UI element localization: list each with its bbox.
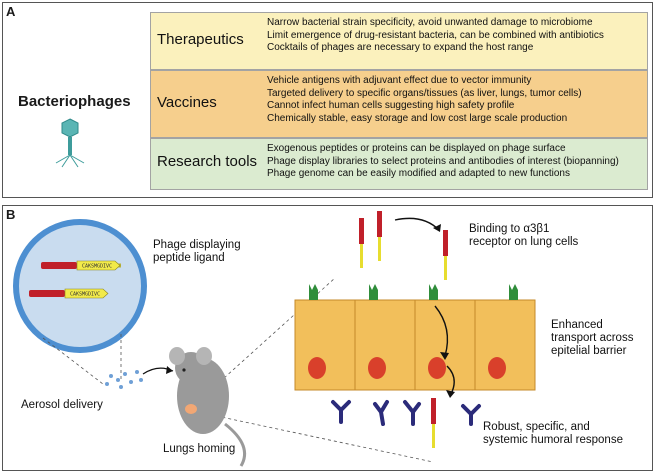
- phage: [431, 398, 436, 448]
- research-tools-box: Research tools Exogenous peptides or pro…: [150, 138, 648, 190]
- zoom-bubble: [13, 219, 147, 353]
- displaying-phage: [41, 260, 121, 271]
- bacteriophage-icon: [55, 118, 85, 168]
- research-tools-line: Phage genome can be easily modified and …: [267, 168, 570, 180]
- antibodies: [331, 400, 481, 426]
- phage: [443, 230, 448, 280]
- vaccines-line: Cannot infect human cells suggesting hig…: [267, 100, 515, 112]
- vaccines-title: Vaccines: [157, 94, 217, 111]
- epithelial-cells: [294, 284, 536, 391]
- peptide-label: CAKSMGDIVC: [70, 292, 100, 298]
- therapeutics-box: Therapeutics Narrow bacterial strain spe…: [150, 12, 648, 70]
- vaccines-line: Chemically stable, easy storage and low …: [267, 112, 568, 124]
- therapeutics-title: Therapeutics: [157, 31, 244, 48]
- binding-arrow: [394, 217, 440, 231]
- phage-displaying-label: Phage displaying peptide ligand: [153, 239, 241, 264]
- therapeutics-line: Cocktails of phages are necessary to exp…: [267, 42, 534, 54]
- panel-a-label: A: [6, 4, 16, 19]
- lungs-homing-label: Lungs homing: [163, 443, 236, 455]
- zoom-line: [192, 410, 434, 463]
- research-tools-lines: Exogenous peptides or proteins can be di…: [267, 143, 619, 181]
- therapeutics-lines: Narrow bacterial strain specificity, avo…: [267, 17, 604, 55]
- vaccines-box: Vaccines Vehicle antigens with adjuvant …: [150, 70, 648, 138]
- research-tools-line: Exogenous peptides or proteins can be di…: [267, 143, 566, 154]
- vaccines-line: Targeted delivery to specific organs/tis…: [267, 87, 582, 99]
- mouse-icon: [169, 347, 246, 467]
- response-label: Robust, specific, and systemic humoral r…: [483, 421, 623, 446]
- panel-a: A Bacteriophages Therapeutics Narrow bac…: [2, 2, 653, 198]
- therapeutics-line: Narrow bacterial strain specificity, avo…: [267, 17, 593, 28]
- transport-arrow: [434, 305, 449, 357]
- panel-b-illustration: CAKSMGDIVC CAKSMGDIVC: [13, 211, 536, 467]
- bacteriophages-title: Bacteriophages: [18, 93, 131, 110]
- displaying-phage: [29, 288, 109, 299]
- research-tools-title: Research tools: [157, 153, 258, 170]
- peptide-label: CAKSMGDIVC: [82, 264, 112, 270]
- vaccines-lines: Vehicle antigens with adjuvant effect du…: [267, 75, 582, 125]
- transport-label: Enhanced transport across epitelial barr…: [551, 319, 634, 357]
- research-tools-line: Phage display libraries to select protei…: [267, 155, 619, 167]
- panel-b: B: [2, 205, 653, 471]
- aerosol-particles: [105, 370, 143, 389]
- phage: [359, 218, 364, 268]
- phage: [377, 211, 382, 261]
- therapeutics-line: Limit emergence of drug-resistant bacter…: [267, 29, 604, 41]
- aerosol-delivery-label: Aerosol delivery: [21, 399, 103, 411]
- zoom-line: [42, 337, 104, 385]
- vaccines-line: Vehicle antigens with adjuvant effect du…: [267, 75, 532, 86]
- panel-b-label: B: [6, 207, 16, 222]
- binding-label: Binding to α3β1 receptor on lung cells: [469, 223, 579, 248]
